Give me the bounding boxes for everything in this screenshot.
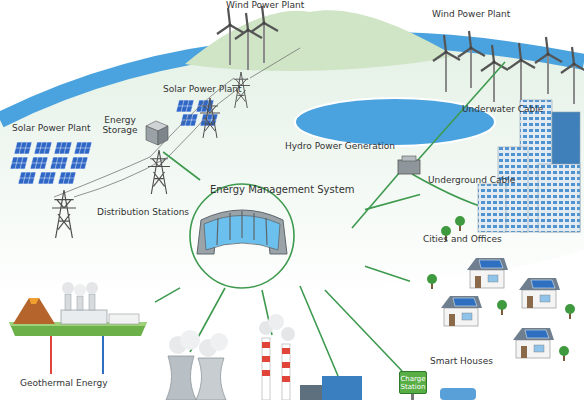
part-label: Underwater Cable: [462, 104, 543, 114]
city-node: Cities and Offices: [420, 92, 584, 252]
hub-node: Energy Management System: [180, 180, 365, 290]
part-label: Wind Power Plant: [226, 0, 304, 10]
node-label: Smart Houses: [430, 356, 550, 367]
part-label: Solar Power Plant: [12, 123, 91, 133]
connector-line: [155, 288, 180, 302]
houses-node: Smart Houses: [410, 250, 580, 370]
part-label: Wind Power Plant: [432, 9, 510, 19]
part-label: Distribution Stations: [97, 207, 189, 217]
part-label: Solar Power Plant: [163, 84, 242, 94]
part-label: Hydro Power Generation: [285, 141, 395, 151]
connector-line: [163, 152, 200, 180]
sign-text: Charge Station: [400, 375, 426, 391]
office-buildings: [420, 92, 584, 252]
charge-sign: Charge Station: [399, 371, 427, 394]
storage-node: Energy Storage: [98, 110, 173, 152]
connector-line: [365, 195, 420, 210]
control-center: [180, 180, 365, 290]
connector-line: [365, 266, 410, 281]
node-label: Energy Storage: [98, 115, 142, 135]
part-label: Underground Cable: [428, 175, 515, 185]
geothermal-node: Geothermal Energy: [5, 292, 155, 398]
node-label: Cities and Offices: [423, 234, 573, 245]
connector-line: [325, 290, 402, 371]
node-label: Geothermal Energy: [20, 378, 155, 389]
smart-houses: [410, 250, 580, 370]
hub-title: Energy Management System: [210, 184, 370, 196]
